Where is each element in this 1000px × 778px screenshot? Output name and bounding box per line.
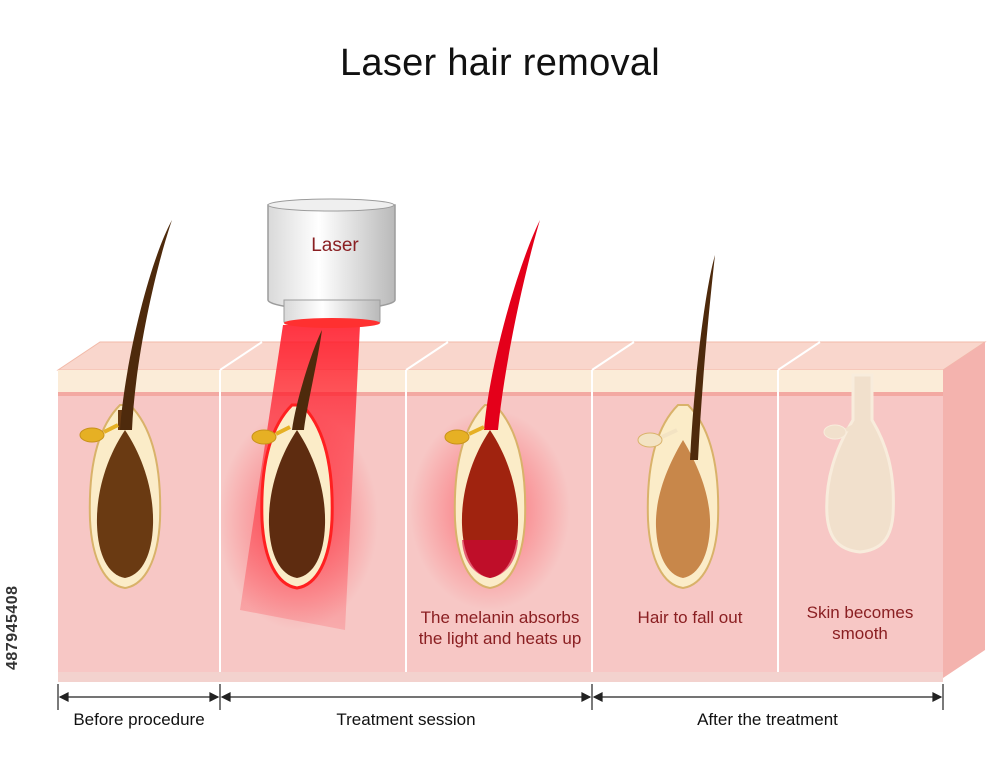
skin-side-face xyxy=(943,342,985,678)
follicle-smooth xyxy=(823,373,895,554)
caption-smooth-line-2: smooth xyxy=(832,624,888,643)
sebaceous-gland-before xyxy=(79,427,105,443)
stock-id-watermark: 487945408 xyxy=(4,585,21,670)
laser-device xyxy=(267,198,396,328)
caption-fall-out: Hair to fall out xyxy=(637,608,743,627)
caption-smooth: Skin becomes smooth xyxy=(775,602,945,644)
phase-before: Before procedure xyxy=(73,710,205,729)
phase-dimension-lines xyxy=(57,684,944,710)
sebaceous-gland-treatment xyxy=(251,429,277,445)
phase-treatment: Treatment session xyxy=(336,710,476,729)
sebaceous-gland-fall-out xyxy=(637,432,663,448)
follicle-fall-out xyxy=(637,255,720,590)
caption-smooth-line-1: Skin becomes xyxy=(806,603,914,622)
caption-melanin-line-1: The melanin absorbs xyxy=(420,608,580,627)
page-title: Laser hair removal xyxy=(339,42,661,84)
skin-bottom-edge xyxy=(58,672,943,682)
laser-label: Laser xyxy=(311,235,359,256)
follicle-absorb xyxy=(444,220,540,590)
phase-after: After the treatment xyxy=(697,710,838,729)
skin-top-surface xyxy=(56,341,987,371)
sebaceous-gland-absorb xyxy=(444,429,470,445)
hair-shaft-treatment xyxy=(292,330,322,430)
hair-shaft-absorb xyxy=(484,220,540,430)
hair-shaft-fall-out xyxy=(690,255,715,460)
follicle-before xyxy=(79,220,172,590)
hair-shaft-before xyxy=(120,220,172,430)
sebaceous-gland-smooth xyxy=(823,424,847,440)
follicle-treatment xyxy=(251,330,334,590)
caption-melanin: The melanin absorbs the light and heats … xyxy=(405,607,595,649)
caption-melanin-line-2: the light and heats up xyxy=(418,629,582,648)
